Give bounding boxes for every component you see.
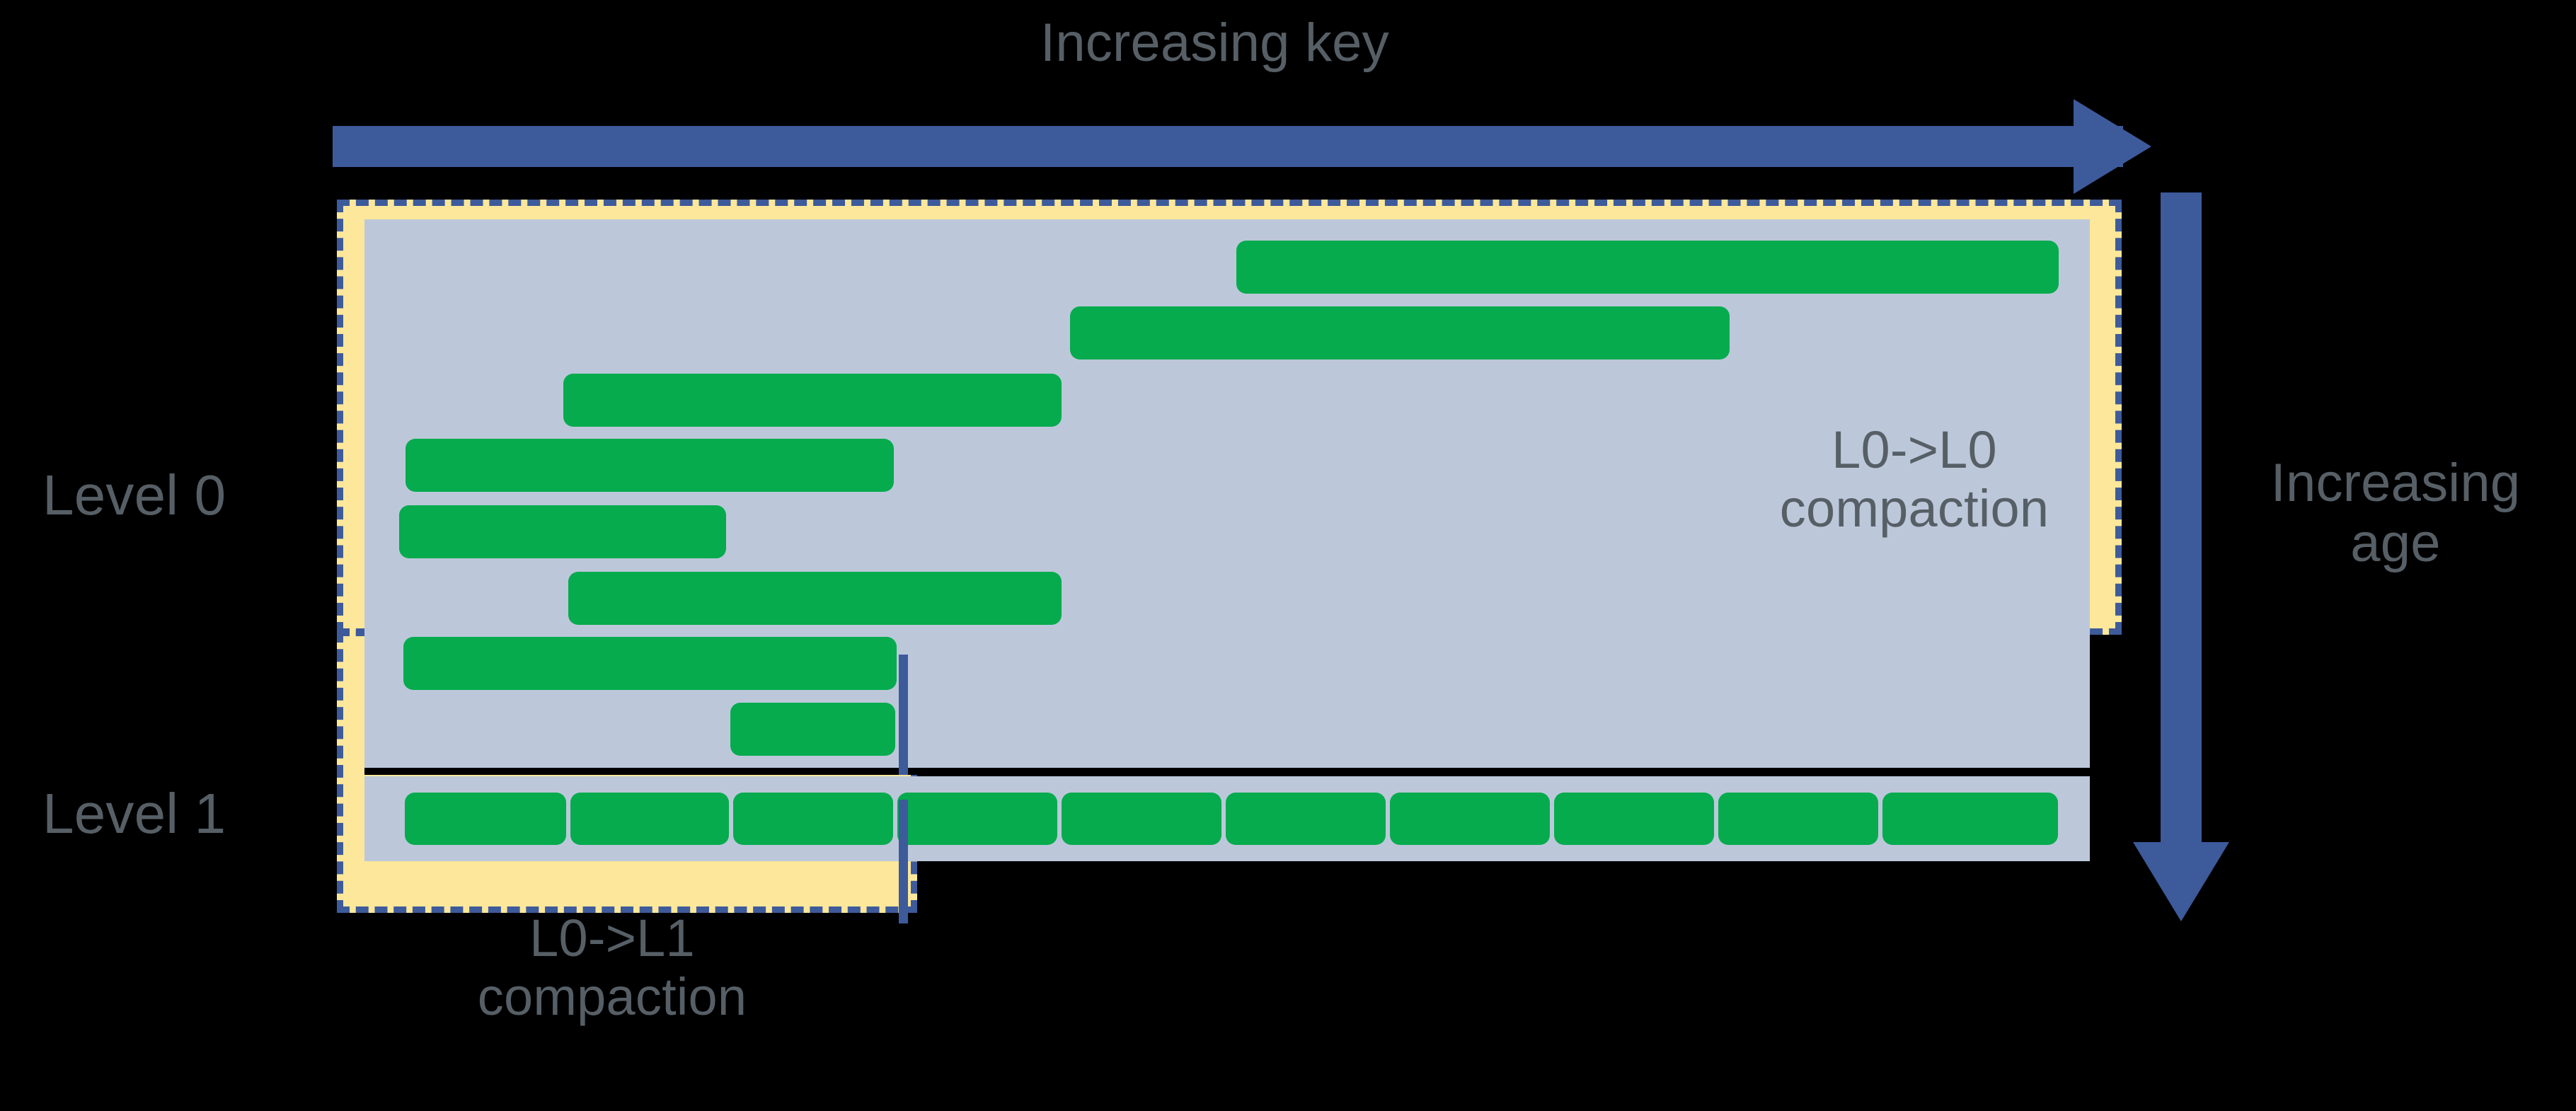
sstable-l0-1 [1070, 306, 1730, 359]
sstable-l1-9 [1882, 793, 2058, 845]
sstable-l1-1 [570, 793, 729, 845]
sstable-l0-3 [406, 439, 894, 492]
sstable-l1-2 [733, 793, 893, 845]
increasing-age-arrow-head [2133, 842, 2229, 921]
increasing-age-label: Increasing age [2270, 453, 2521, 574]
sstable-l0-0 [1236, 241, 2059, 294]
key-boundary-marker-lower [899, 800, 908, 923]
level-1-label: Level 1 [42, 782, 226, 845]
increasing-key-arrow-shaft [333, 126, 2123, 167]
sstable-l1-6 [1390, 793, 1550, 845]
sstable-l0-6 [403, 637, 897, 690]
sstable-l1-0 [405, 793, 566, 845]
increasing-key-label: Increasing key [1040, 13, 1389, 73]
sstable-l0-5 [568, 572, 1062, 625]
sstable-l1-5 [1226, 793, 1386, 845]
l0-to-l1-compaction-label: L0->L1 compaction [477, 909, 747, 1026]
sstable-l0-7 [730, 703, 895, 756]
level-0-label: Level 0 [42, 464, 226, 526]
sstable-l1-4 [1062, 793, 1221, 845]
level-separator [364, 768, 2090, 775]
increasing-key-arrow-head [2074, 99, 2151, 194]
sstable-l1-7 [1554, 793, 1714, 845]
sstable-l1-3 [897, 793, 1057, 845]
key-boundary-marker-upper [899, 655, 908, 775]
sstable-l0-2 [563, 374, 1062, 427]
sstable-l0-4 [399, 505, 726, 558]
increasing-age-arrow-shaft [2161, 192, 2202, 858]
sstable-l1-8 [1718, 793, 1878, 845]
l0-to-l0-compaction-label: L0->L0 compaction [1779, 420, 2049, 538]
